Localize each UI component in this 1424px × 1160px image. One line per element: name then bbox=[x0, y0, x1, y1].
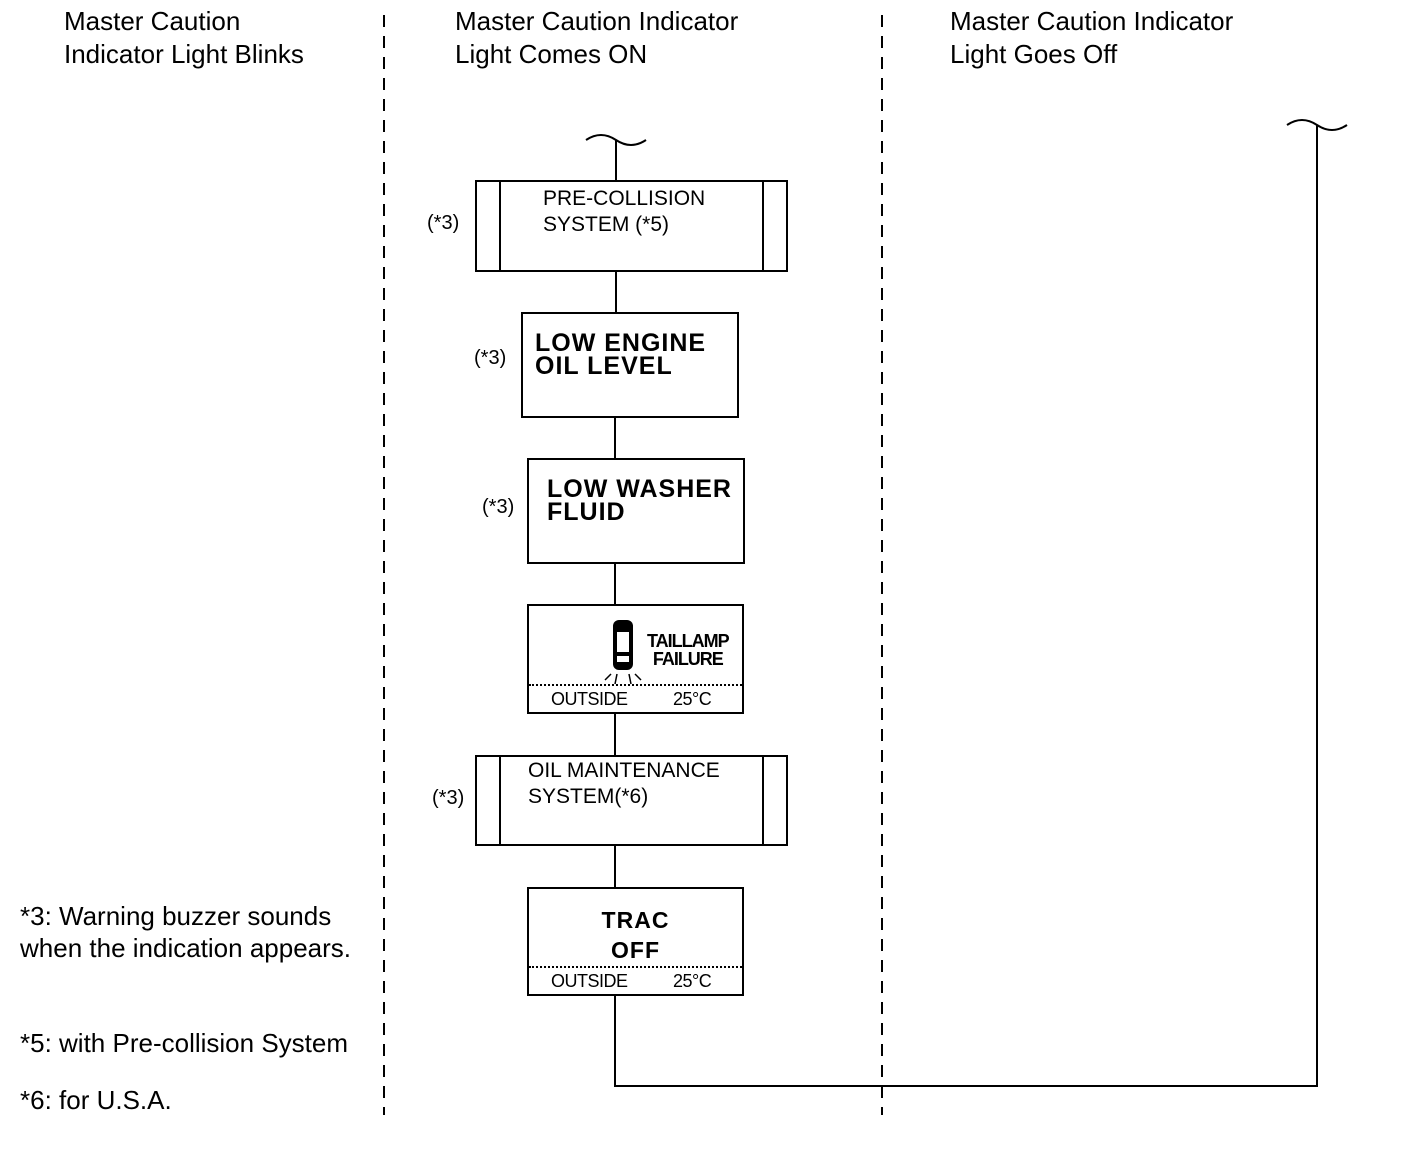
column-header-comes-on: Master Caution Indicator Light Comes ON bbox=[455, 6, 739, 69]
column-header-goes-off: Master Caution Indicator Light Goes Off bbox=[950, 6, 1234, 69]
footnote-3: *3: Warning buzzer sounds when the indic… bbox=[20, 901, 352, 963]
footnote-6: *6: for U.S.A. bbox=[20, 1085, 172, 1115]
outside-temperature: 25°C bbox=[673, 689, 712, 709]
outside-temperature: 25°C bbox=[673, 971, 712, 991]
buzzer-ref: (*3) bbox=[482, 496, 515, 518]
box-side-bar bbox=[762, 182, 786, 270]
buzzer-ref: (*3) bbox=[427, 212, 460, 234]
trac-off-message: TRAC OFF OUTSIDE 25°C bbox=[527, 887, 744, 996]
low-washer-fluid-text: LOW WASHER FLUID bbox=[547, 475, 732, 526]
oil-maintenance-text: OIL MAINTENANCE SYSTEM(*6) bbox=[528, 759, 720, 808]
outside-temp-row: OUTSIDE 25°C bbox=[529, 684, 742, 712]
buzzer-ref: (*3) bbox=[432, 787, 465, 809]
taillamp-failure-text: TAILLAMP FAILURE bbox=[647, 631, 730, 669]
buzzer-ref: (*3) bbox=[474, 347, 507, 369]
taillamp-failure-message: TAILLAMP FAILURE OUTSIDE 25°C bbox=[527, 604, 744, 714]
car-taillamp-icon bbox=[604, 620, 642, 685]
low-engine-oil-message: LOW ENGINE OIL LEVEL bbox=[521, 312, 739, 418]
column-header-blinks: Master Caution Indicator Light Blinks bbox=[64, 6, 304, 69]
outside-label: OUTSIDE bbox=[551, 689, 628, 709]
low-engine-oil-text: LOW ENGINE OIL LEVEL bbox=[535, 329, 707, 380]
oil-maintenance-message: OIL MAINTENANCE SYSTEM(*6) bbox=[475, 755, 788, 846]
footnote-5: *5: with Pre-collision System bbox=[20, 1028, 348, 1058]
box-side-bar bbox=[477, 757, 501, 844]
pre-collision-text: PRE-COLLISION SYSTEM (*5) bbox=[543, 187, 706, 236]
return-loop bbox=[614, 125, 1318, 1087]
outside-temp-row: OUTSIDE 25°C bbox=[529, 966, 742, 994]
box-side-bar bbox=[477, 182, 501, 270]
break-symbol-right bbox=[1286, 119, 1348, 131]
low-washer-fluid-message: LOW WASHER FLUID bbox=[527, 458, 745, 564]
box-side-bar bbox=[762, 757, 786, 844]
trac-off-text: TRAC OFF bbox=[601, 907, 670, 963]
pre-collision-message: PRE-COLLISION SYSTEM (*5) bbox=[475, 180, 788, 272]
outside-label: OUTSIDE bbox=[551, 971, 628, 991]
